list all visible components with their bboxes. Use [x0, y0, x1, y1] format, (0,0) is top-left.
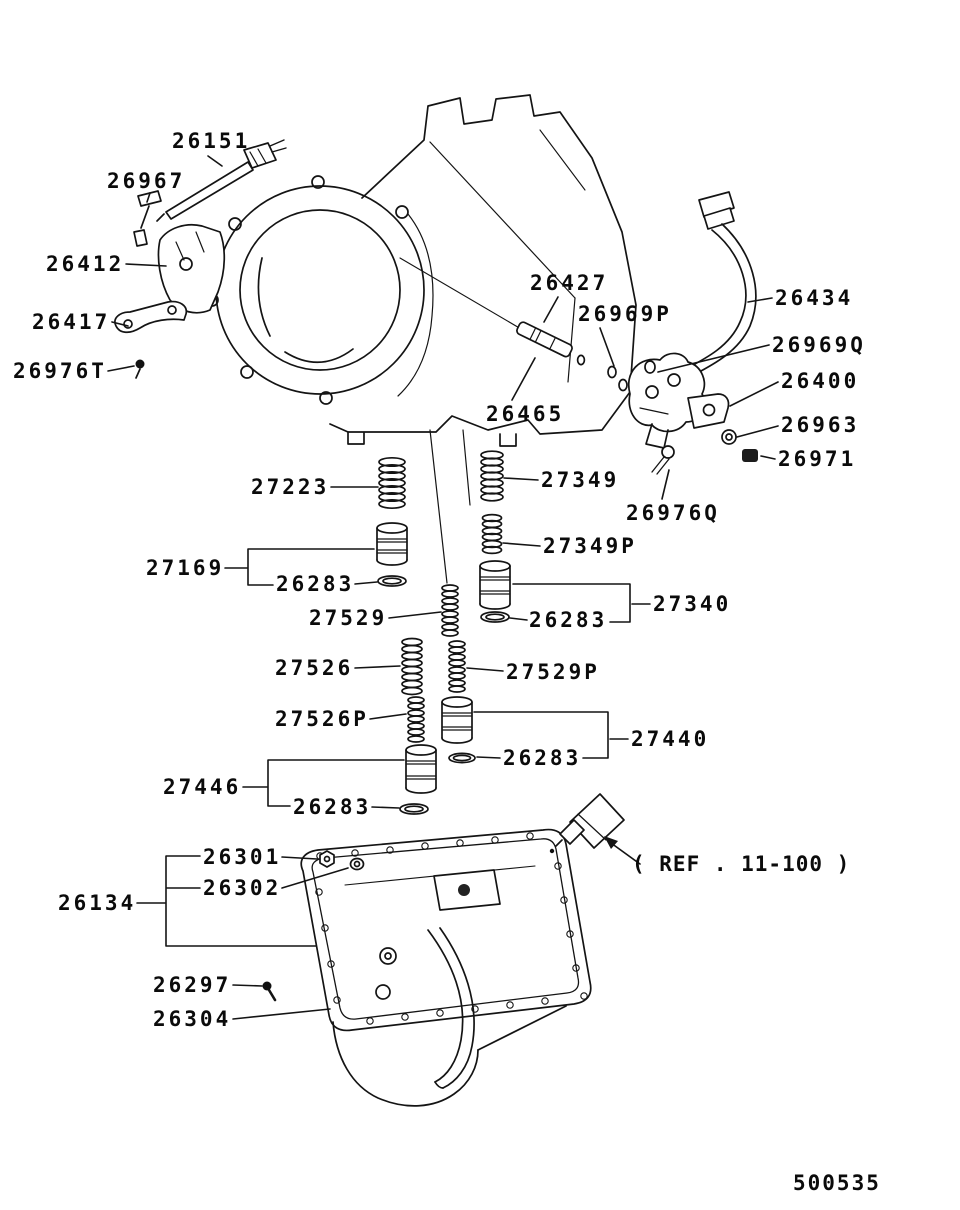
ref-note-label: ( REF . 11-100 ): [632, 852, 851, 876]
part-label-26465: 26465: [486, 402, 565, 426]
ref-arrowhead: [604, 836, 618, 849]
bolt-26297-drawing: [262, 981, 277, 1002]
part-label-26967: 26967: [107, 169, 186, 193]
part-label-27526: 27526: [275, 656, 354, 680]
part-label-26969Q: 26969Q: [772, 333, 866, 357]
bolt-26976Q-drawing: [651, 445, 675, 475]
part-label-27169: 27169: [146, 556, 225, 580]
spring-27349P-drawing: [481, 513, 503, 555]
orings-26969P-drawing: [607, 365, 628, 392]
part-label-26417: 26417: [32, 310, 111, 334]
part-label-27446: 27446: [163, 775, 242, 799]
spring-27526-drawing: [401, 637, 423, 696]
doc-code-label: 500535: [793, 1171, 881, 1195]
valve-27446-drawing: [405, 744, 437, 794]
oil-pan-drawing: [300, 828, 592, 1107]
part-label-26283-3: 26283: [503, 746, 582, 770]
part-label-26400: 26400: [781, 369, 860, 393]
bracket-26400-drawing: [687, 393, 730, 429]
spring-27349-drawing: [480, 450, 504, 502]
part-label-26283-4: 26283: [293, 795, 372, 819]
part-label-26134: 26134: [58, 891, 137, 915]
spring-27223-drawing: [378, 456, 406, 510]
spring-27526P-drawing: [407, 696, 425, 743]
part-label-27529: 27529: [309, 606, 388, 630]
oring-26963-drawing: [721, 429, 737, 445]
valve-27169-drawing: [376, 522, 408, 566]
spring-27529P-drawing: [448, 640, 466, 693]
part-label-26302: 26302: [203, 876, 282, 900]
part-label-27526P: 27526P: [275, 707, 369, 731]
part-label-26976Q: 26976Q: [626, 501, 720, 525]
drain-plug-26301-drawing: [319, 850, 335, 868]
plate-26412-drawing: [157, 223, 226, 314]
valve-tip-ring-drawing: [576, 354, 586, 366]
part-label-27349: 27349: [541, 468, 620, 492]
bracket-26417-drawing: [114, 300, 188, 334]
part-label-26969P: 26969P: [578, 302, 672, 326]
part-label-27223: 27223: [251, 475, 330, 499]
sealant-tube-drawing: [549, 793, 625, 854]
valve-27440-drawing: [441, 696, 473, 744]
part-label-26283-1: 26283: [276, 572, 355, 596]
nut-26971-drawing: [742, 449, 758, 462]
part-label-27440: 27440: [631, 727, 710, 751]
switch-rod-26151-drawing: [156, 139, 287, 222]
part-label-26427: 26427: [530, 271, 609, 295]
transmission-case-drawing: [205, 94, 637, 584]
gasket-26302-drawing: [349, 857, 365, 871]
part-label-26304: 26304: [153, 1007, 232, 1031]
part-label-26976T: 26976T: [13, 359, 107, 383]
leader-lines: [107, 155, 779, 1020]
spring-27529-drawing: [441, 584, 459, 637]
part-label-26297: 26297: [153, 973, 232, 997]
part-label-26301: 26301: [203, 845, 282, 869]
solenoid-assembly-drawing: [627, 352, 706, 449]
bolt-26976T-drawing: [135, 359, 145, 379]
part-label-27349P: 27349P: [543, 534, 637, 558]
valve-27340-drawing: [479, 560, 511, 610]
valve-26427-drawing: [516, 321, 573, 358]
part-label-26151: 26151: [172, 129, 251, 153]
part-label-26412: 26412: [46, 252, 125, 276]
part-label-27340: 27340: [653, 592, 732, 616]
part-label-26971: 26971: [778, 447, 857, 471]
sensor-26967-drawing: [133, 190, 162, 247]
part-label-26963: 26963: [781, 413, 860, 437]
part-label-27529P: 27529P: [506, 660, 600, 684]
part-label-26434: 26434: [775, 286, 854, 310]
oring-26283-drawings: [377, 575, 510, 815]
part-label-26283-2: 26283: [529, 608, 608, 632]
